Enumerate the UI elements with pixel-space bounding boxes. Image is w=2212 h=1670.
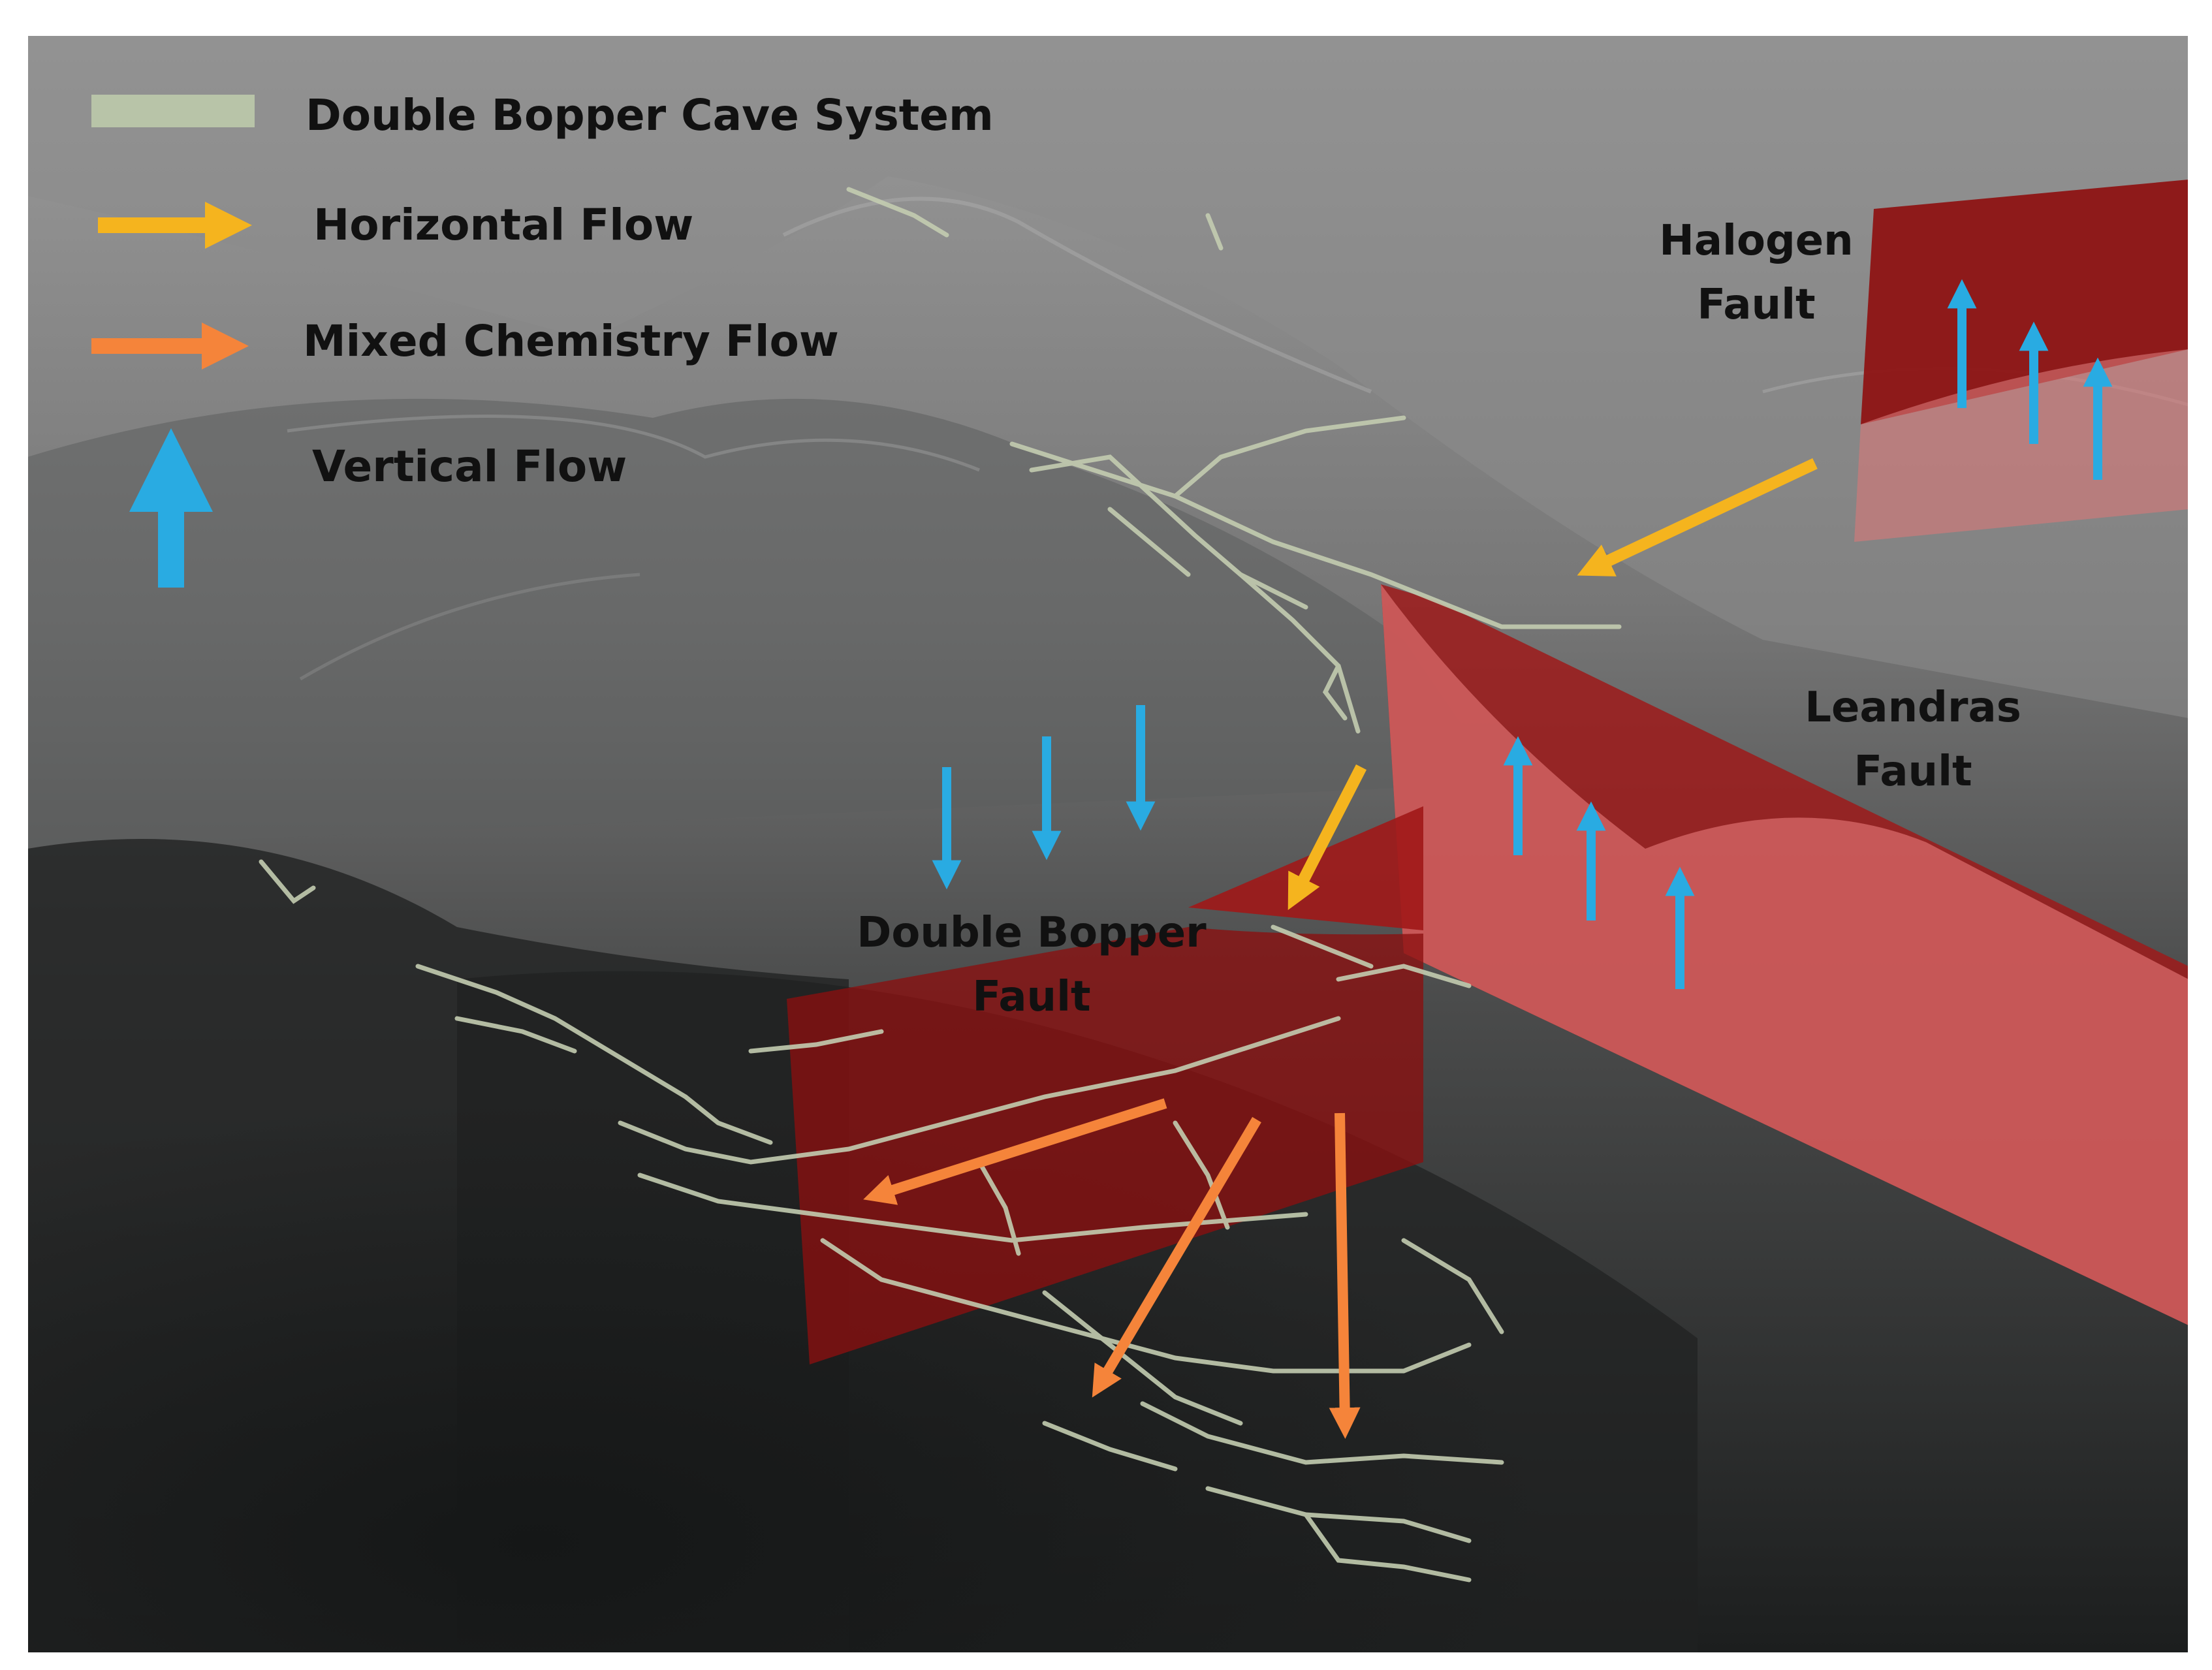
- mixed-chemistry-flow-arrow-3: [1329, 1112, 1361, 1439]
- cave-system-network: [259, 187, 1622, 1583]
- legend-vertical-flow-label: Vertical Flow: [312, 441, 627, 492]
- halogen-fault-plane: [1854, 180, 2188, 542]
- halogen-fault-label-line1: Halogen: [1659, 217, 1854, 265]
- horizontal-flow-arrows: [1288, 458, 1818, 911]
- vertical-flow-arrows-up: [1503, 279, 2113, 989]
- halogen-fault-label-line2: Fault: [1697, 281, 1816, 329]
- leandras-fault-label-line2: Fault: [1854, 748, 1972, 796]
- mixed-chemistry-flow-arrow-1: [863, 1098, 1167, 1205]
- double-bopper-fault-label-line1: Double Bopper: [857, 909, 1207, 957]
- horizontal-flow-arrow-1: [1577, 458, 1818, 576]
- halogen-fault-label: Halogen Fault: [1652, 209, 1861, 337]
- legend-cave-system-label: Double Bopper Cave System: [306, 90, 994, 140]
- legend-horizontal-flow-label: Horizontal Flow: [313, 200, 694, 250]
- mixed-chemistry-flow-arrow-2: [1092, 1116, 1261, 1398]
- double-bopper-fault-label: Double Bopper Fault: [855, 901, 1208, 1029]
- legend-mixed-chemistry-flow-label: Mixed Chemistry Flow: [303, 316, 839, 366]
- leandras-fault-label-line1: Leandras: [1805, 684, 2021, 732]
- legend: [91, 95, 255, 588]
- mixed-chemistry-flow-arrows: [863, 1098, 1361, 1439]
- image-frame: [27, 35, 2189, 1654]
- horizontal-flow-arrow-2: [1288, 764, 1367, 911]
- leandras-fault-label: Leandras Fault: [1795, 676, 2030, 804]
- vertical-flow-arrows-down: [932, 705, 1156, 890]
- leandras-fault-plane: [1381, 584, 2188, 1325]
- double-bopper-fault-label-line2: Fault: [972, 973, 1091, 1021]
- legend-cave-swatch: [91, 95, 255, 127]
